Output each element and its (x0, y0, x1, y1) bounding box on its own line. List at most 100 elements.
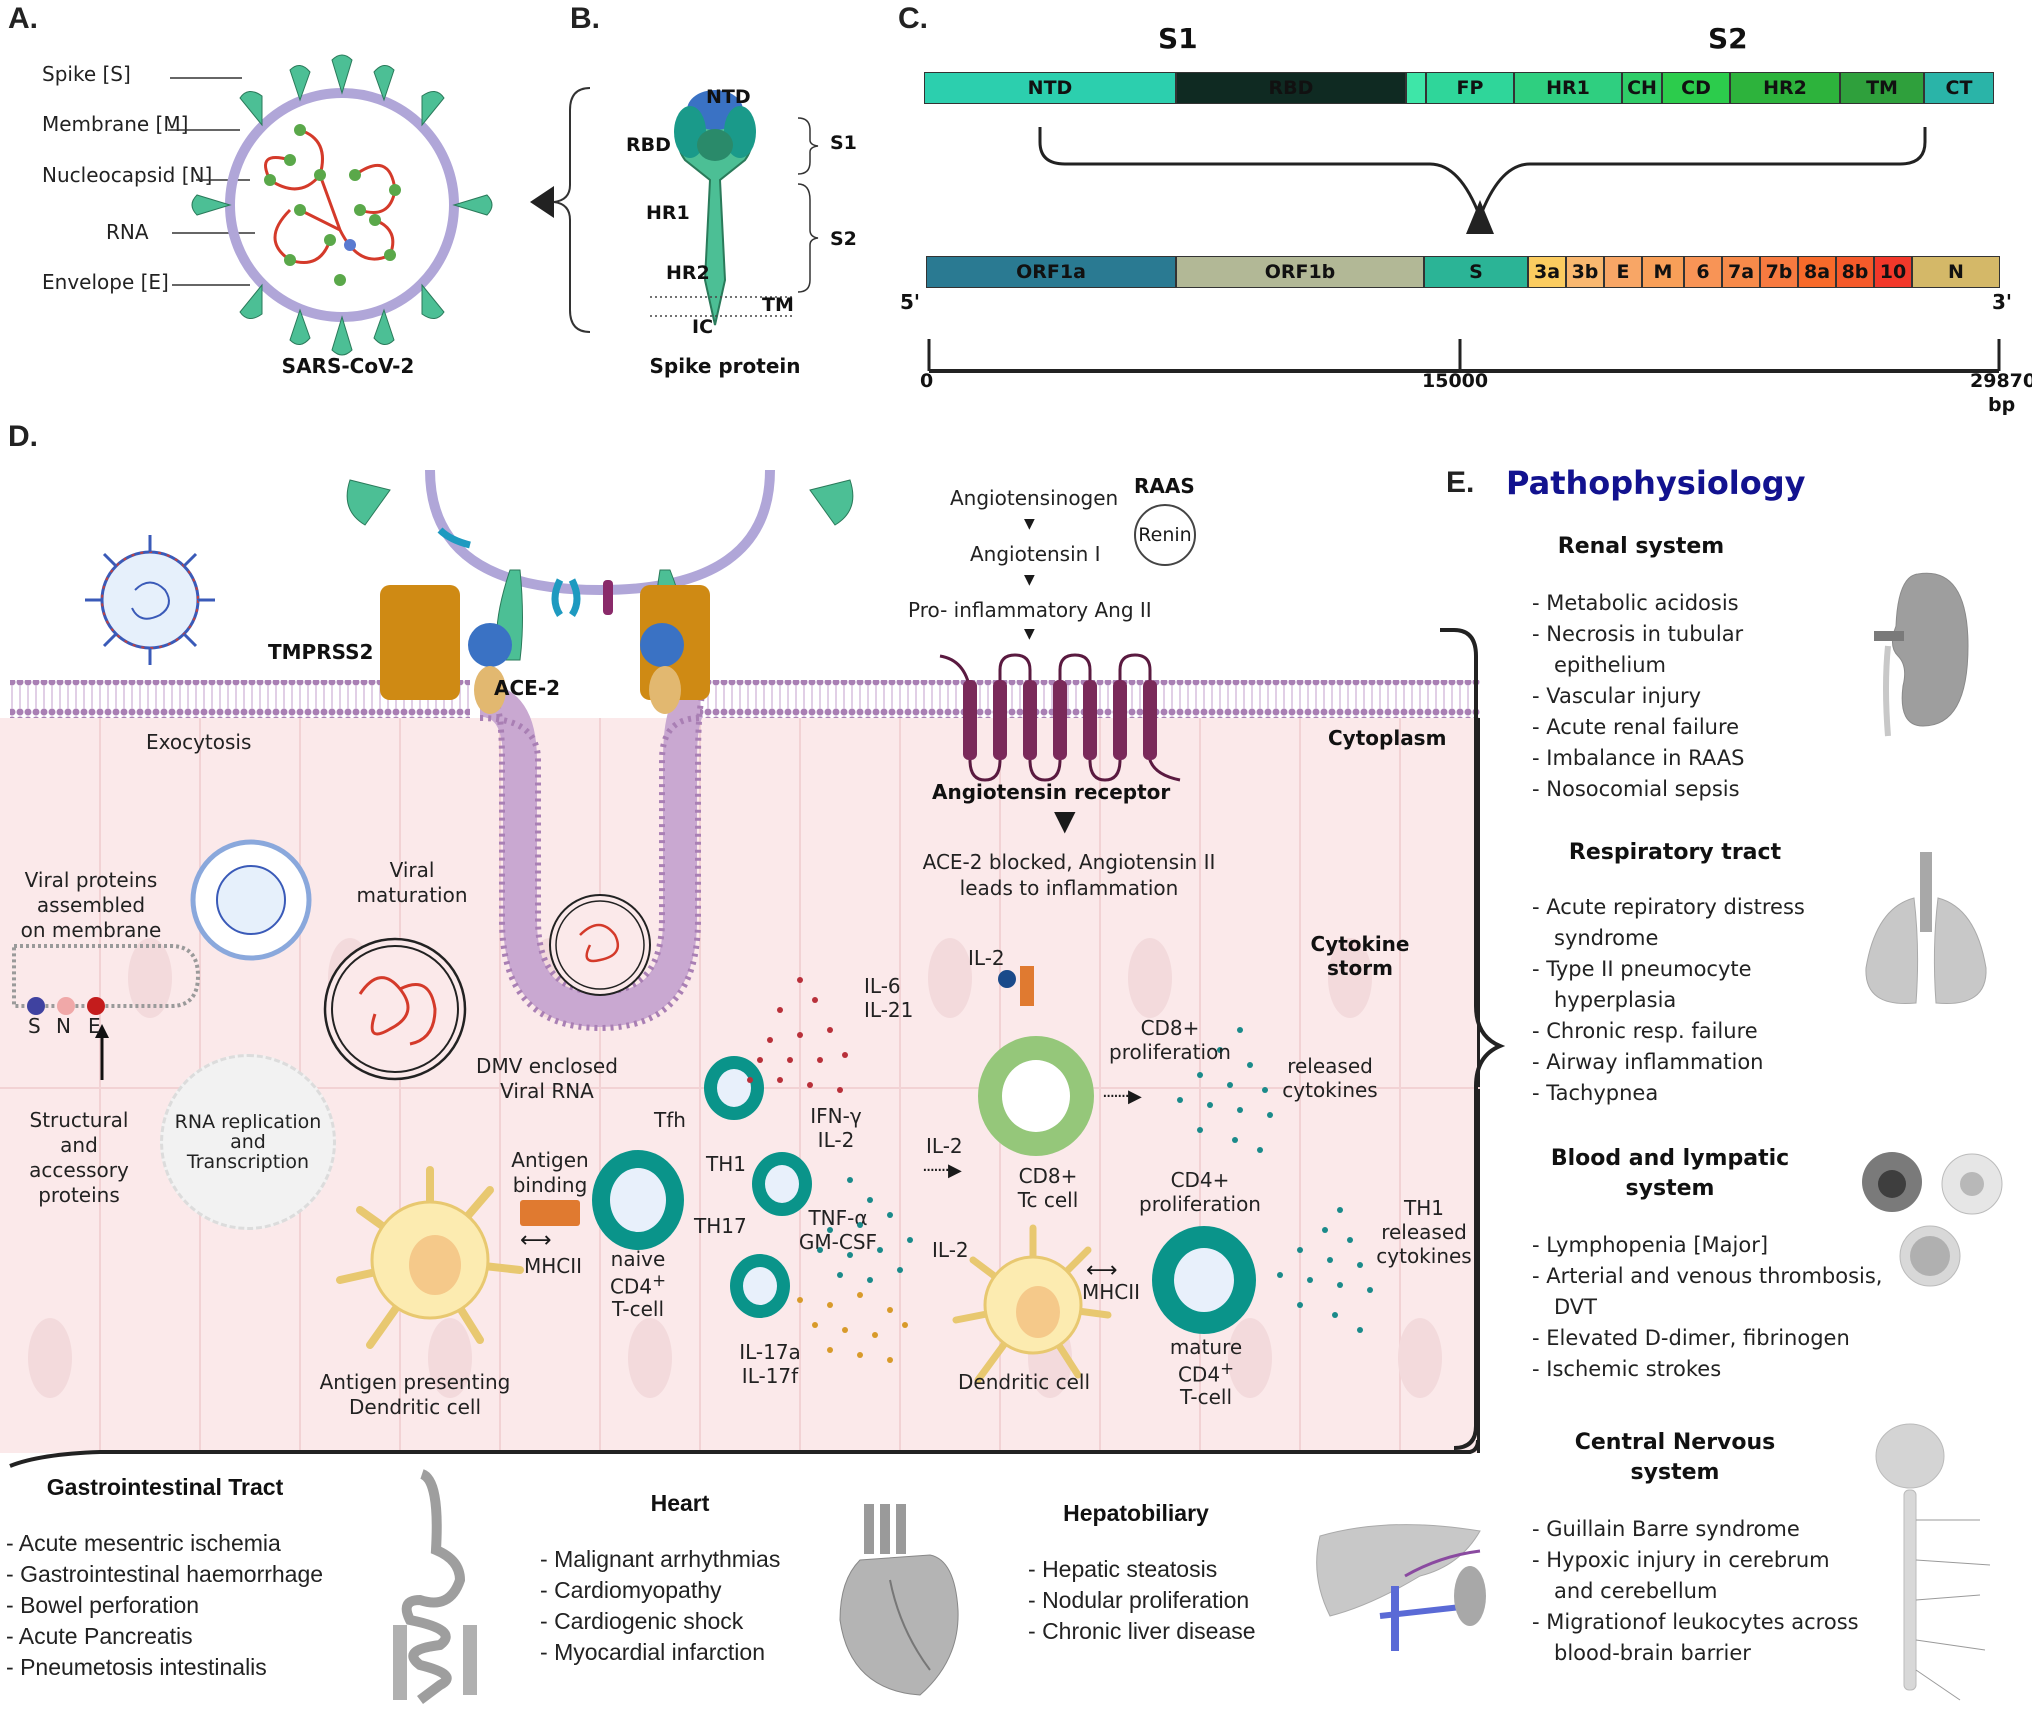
exocytosis-label: Exocytosis (146, 730, 252, 754)
genome-scale-axis (927, 339, 2001, 373)
viral-maturation-label: Viral maturation (352, 858, 472, 908)
label-rbd: RBD (626, 134, 671, 156)
heart-title: Heart (650, 1490, 710, 1516)
label-membrane: Membrane [M] (42, 112, 189, 136)
label-hr2: HR2 (666, 262, 710, 284)
label-nucleocapsid: Nucleocapsid [N] (42, 163, 213, 187)
antigen-presenting-cell-icon (336, 1166, 524, 1349)
pathophysiology-title: Pathophysiology (1506, 464, 1806, 502)
label-envelope: Envelope [E] (42, 270, 169, 294)
dotted-arrow-icon: ·······▶ (1102, 1086, 1142, 1107)
cd8-prolif-line2: proliferation (1109, 1040, 1231, 1064)
cd4-prolif-line2: proliferation (1139, 1192, 1261, 1216)
genome-3a: 3a (1528, 256, 1566, 288)
tmprss2-protease (380, 585, 460, 700)
tfh-cell (704, 1056, 764, 1120)
cd8-released-dots (1177, 1027, 1273, 1153)
th1-rel-line1: TH1 (1404, 1196, 1444, 1220)
cd4-proliferation-label: CD4+ proliferation (1130, 1168, 1270, 1216)
th1-cell (752, 1152, 812, 1216)
il6-dots (747, 977, 848, 1093)
viral-maturation-line1: Viral (389, 858, 435, 882)
genome-8b: 8b (1836, 256, 1874, 288)
panel-e-letter: E. (1446, 466, 1475, 499)
spike-domain-cd: CD (1662, 72, 1730, 104)
released-virion-icon (85, 535, 215, 665)
blood-cells-icon (1862, 1152, 2003, 1287)
respiratory-title: Respiratory tract (1568, 840, 1782, 865)
spike-to-genome-brace (1038, 127, 1927, 234)
naive-cd4-tcell (592, 1150, 684, 1250)
assembly-illustration (12, 839, 312, 1080)
bracket (553, 87, 591, 333)
dotted-arrow-icon-2: ·······▶ (922, 1160, 962, 1181)
th1-label: TH1 (706, 1152, 746, 1176)
label-ntd: NTD (706, 86, 751, 108)
virion-caption: SARS-CoV-2 (281, 354, 415, 378)
genome-e: E (1604, 256, 1642, 288)
il2-label-mid: IL-2 (926, 1134, 963, 1158)
genome-7b: 7b (1760, 256, 1798, 288)
il2-molecule-icon (998, 970, 1016, 988)
dmv-vesicle-icon (323, 937, 467, 1081)
ifn-il2-label: IFN-γ IL-2 (796, 1104, 876, 1152)
hepato-item: Chronic liver disease (1028, 1616, 1328, 1647)
tmprss2-label: TMPRSS2 (268, 640, 374, 664)
spike-domain-rbd: RBD (1176, 72, 1406, 104)
genome-3b: 3b (1566, 256, 1604, 288)
tcr-receptor-icon (520, 1200, 580, 1226)
hepatobiliary-list: Hepatic steatosis Nodular proliferation … (1028, 1554, 1328, 1647)
antigen-binding-line2: binding (512, 1173, 588, 1197)
blood-item: Arterial and venous thrombosis, DVT (1532, 1261, 1892, 1323)
il2-receptor-icon (1020, 966, 1034, 1006)
three-prime-label: 3' (1992, 290, 2013, 314)
cns-title: Central Nervous system (1574, 1430, 1776, 1485)
released-line2: cytokines (1282, 1078, 1378, 1102)
apc-line2: Dendritic cell (348, 1395, 482, 1419)
naive-tcell-label: naive CD4+ T-cell (592, 1248, 684, 1320)
systems-brace (1440, 628, 1506, 1450)
cd8-cell-line1: CD8+ (1018, 1164, 1078, 1188)
spike-domain-hr1: HR1 (1514, 72, 1622, 104)
spike-domain-ntd: NTD (924, 72, 1176, 104)
ang-ii-label: Pro- inflammatory Ang II (908, 598, 1152, 622)
mature-line2: CD4+ (1177, 1359, 1235, 1387)
label-s2: S2 (830, 228, 857, 250)
naive-line2: CD4+ (609, 1271, 667, 1299)
blood-lymphatic-list: Lymphopenia [Major] Arterial and venous … (1532, 1230, 1892, 1385)
cd8-cell-line2: Tc cell (1017, 1188, 1079, 1212)
nervous-system-icon (1875, 1423, 1991, 1701)
il2-line: IL-2 (817, 1128, 855, 1152)
angiotensin-receptor-icon (939, 653, 1181, 782)
th1-rel-line3: cytokines (1376, 1244, 1472, 1268)
respiratory-item: Chronic resp. failure (1532, 1016, 1862, 1047)
antigen-binding-line1: Antigen (511, 1148, 589, 1172)
genome-orf1b: ORF1b (1176, 256, 1424, 288)
mature-cd4: CD4 (1177, 1362, 1221, 1387)
viral-proteins-label: Viral proteins assembled on membrane (6, 868, 176, 943)
ace2-label: ACE-2 (494, 676, 561, 700)
mature-line1: mature (1169, 1335, 1243, 1359)
gi-list: Acute mesentric ischemia Gastrointestina… (6, 1528, 386, 1683)
cytokine-dots (747, 977, 1373, 1363)
gi-item: Bowel perforation (6, 1590, 386, 1621)
structural-line2: and (60, 1133, 98, 1157)
dendritic-cell-label: Dendritic cell (958, 1370, 1091, 1394)
genome-s: S (1424, 256, 1528, 288)
kidney-icon (1874, 572, 1969, 737)
apc-label: Antigen presenting Dendritic cell (300, 1370, 530, 1420)
respiratory-item: Type II pneumocyte hyperplasia (1532, 954, 1862, 1016)
renal-item: Acute renal failure (1532, 712, 1832, 743)
arrow-down-icon-1: ▼ (1024, 516, 1035, 532)
spike-domain-fp: FP (1426, 72, 1514, 104)
storm-line2: storm (1327, 956, 1393, 980)
blood-item: Elevated D-dimer, fibrinogen (1532, 1323, 1892, 1354)
gi-item: Pneumetosis intestinalis (6, 1652, 386, 1683)
blood-item: Lymphopenia [Major] (1532, 1230, 1892, 1261)
structural-line3: accessory (29, 1158, 129, 1182)
spike-domain-bar: NTD RBD FP HR1 CH CD HR2 TM CT (924, 72, 1994, 104)
spike-domain-tm: TM (1840, 72, 1924, 104)
renal-system-title: Renal system (1557, 534, 1725, 559)
cns-item: Hypoxic injury in cerebrum and cerebellu… (1532, 1545, 1862, 1607)
respiratory-item: Airway inflammation (1532, 1047, 1862, 1078)
